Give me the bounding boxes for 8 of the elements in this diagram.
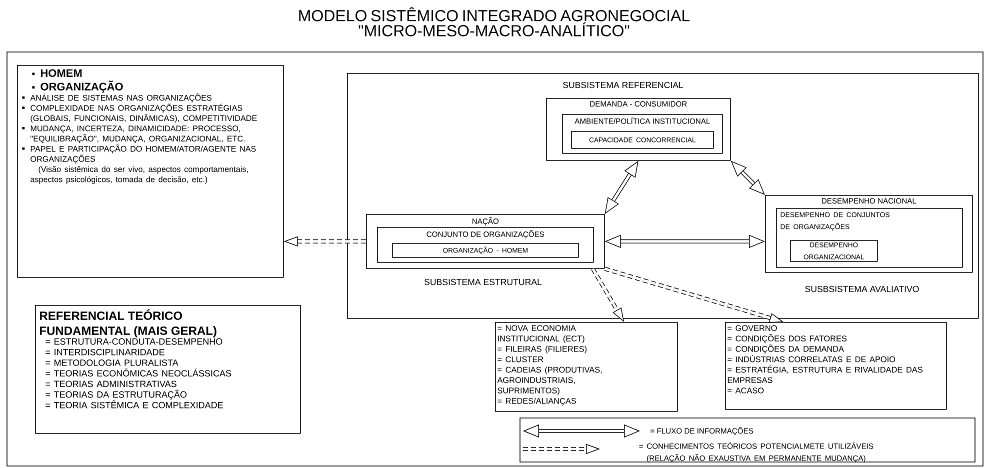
list-box: = GOVERNO = CONDIÇÕES DOS FATORES = CONDIÇÕES DA DEMANDA = INDÚSTRIAS CORRELATAS E DE APOIO = ESTRATÉGIA, ESTRUTURA E RIVALIDADE DAS EMPRESAS = ACASO	[725, 322, 947, 410]
subsystem-label: SUBSISTEMA ESTRUTURAL	[424, 278, 542, 286]
text-box: HOMEM ORGANIZAÇÃO ANÁLISE DE SISTEMAS NAS ORGANIZAÇÕES COMPLEXIDADE NAS ORGANIZAÇÕES ESTRATÉGIAS (GLOBAIS, FUNCIONAIS, DINÂMICAS), COMPETITIVIDADE MUDANÇA, INCERTEZA, DINAMICIDADE: PROCESSO, "EQUILIBRAÇÃO", MUDANÇA, ORGANIZACIONAL, ETC. PAPEL E PARTICIPAÇÃO DO HOMEM/ATOR/AGENTE NAS ORGANIZAÇÕES (Visão sistêmica do ser vivo, aspectos comportamentais, aspectos psicológicos, tomada de decisão, etc.)	[17, 65, 284, 278]
subsystem-label: SUBSISTEMA REFERENCIAL	[563, 82, 684, 88]
title: MODELO SISTÊMICO INTEGRADO AGRONEGOCIAL "MICRO-MESO-MACRO-ANALÍTICO"	[299, 7, 690, 36]
theory-box: REFERENCIAL TEÓRICO FUNDAMENTAL (MAIS GERAL) = ESTRUTURA-CONDUTA-DESEMPENHO = INTERDISCIPLINARIDADE = METODOLOGIA PLURALISTA = TEORIAS ECONÔMICAS NEOCLÁSSICAS = TEORIAS ADMINISTRATIVAS = TEORIAS DA ESTRUTURAÇÃO = TEORIA SISTÊMICA E COMPLEXIDADE	[35, 305, 301, 434]
subsystem-label: SUSBSISTEMA AVALIATIVO	[805, 286, 919, 292]
list-box: = NOVA ECONOMIA INSTITUCIONAL (ECT) = FILEIRAS (FILIERES) = CLUSTER = CADEIAS (PRODUTIVAS, AGROINDUSTRIAIS, SUPRIMENTOS) = REDES/ALIANÇAS	[495, 322, 678, 412]
